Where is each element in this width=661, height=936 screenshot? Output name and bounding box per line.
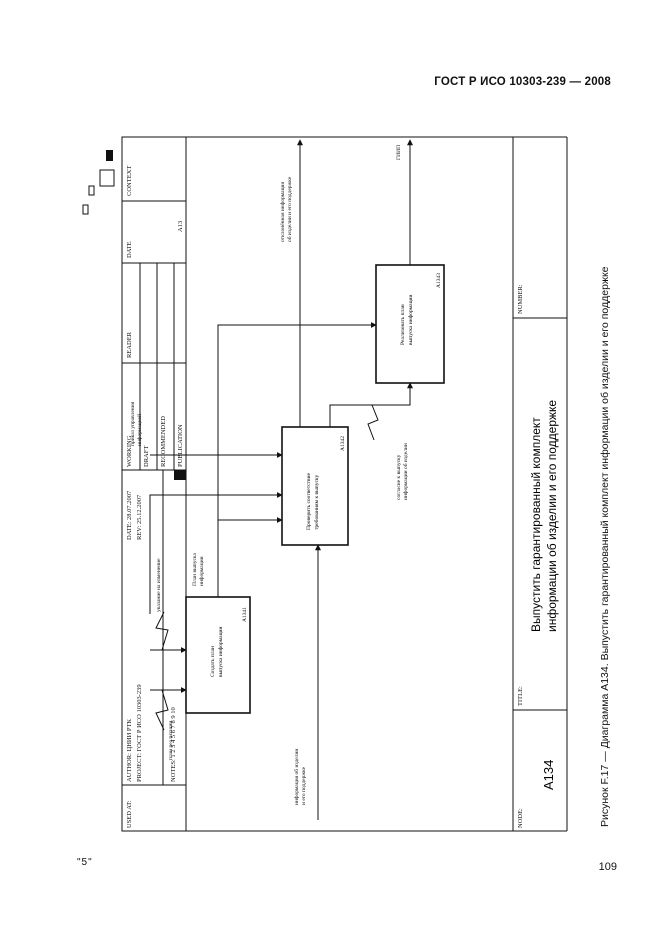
label-mgmt-1: приказ управления bbox=[130, 401, 136, 446]
date2-label: DATE bbox=[126, 241, 133, 258]
activity-box-a1341: Создать план выпуска информации A1341 bbox=[185, 596, 251, 714]
context-box-small-1 bbox=[88, 185, 95, 196]
box-a1342-line1: Проверить соответствие bbox=[306, 472, 312, 530]
arrow-release-plan bbox=[217, 517, 283, 597]
box-a1343-id: A1343 bbox=[436, 273, 442, 288]
document-header: ГОСТ Р ИСО 10303-239 — 2008 bbox=[434, 76, 611, 88]
context-label: CONTEXT bbox=[126, 166, 133, 196]
publication-label: PUBLICATION bbox=[177, 424, 184, 467]
title-line-2: информации об изделии и его поддержке bbox=[545, 400, 559, 632]
node-field-label: NODE: bbox=[517, 808, 524, 828]
box-a1343-line2: выпуска информации bbox=[407, 295, 414, 345]
squiggle-change bbox=[155, 611, 169, 651]
label-mgmt-2: информацией bbox=[136, 414, 143, 446]
draft-label: DRAFT bbox=[143, 446, 150, 467]
label-approval-1: согласие к выпуску bbox=[396, 454, 402, 500]
title-line-1: Выпустить гарантированный комплект bbox=[529, 417, 543, 632]
context-box-outline bbox=[99, 169, 115, 187]
squiggle-plan bbox=[155, 689, 169, 731]
working-label: WORKING bbox=[126, 435, 133, 467]
arrow-approval bbox=[329, 382, 413, 427]
page-number: 109 bbox=[598, 861, 617, 873]
label-output: ГИИП bbox=[396, 145, 402, 160]
activity-box-a1343: Реализовать план выпуска информации A134… bbox=[375, 264, 445, 384]
node-value: A134 bbox=[541, 760, 556, 790]
label-release-plan-2: информации bbox=[198, 556, 205, 586]
activity-box-a1342: Проверить соответствие требованиям к вып… bbox=[281, 426, 349, 546]
box-a1341-line2: выпуска информации bbox=[217, 627, 224, 677]
title-field-label: TITLE: bbox=[517, 686, 524, 706]
author-label: AUTHOR: ЦНИИ РТК bbox=[126, 718, 133, 782]
label-product-info-2: и его поддержке bbox=[301, 766, 307, 805]
label-approval-2: информации об изделии bbox=[402, 443, 409, 500]
left-mark: "5" bbox=[77, 857, 93, 868]
box-a1341-id: A1341 bbox=[242, 607, 248, 622]
date-label: DATE: 28.07.2007 bbox=[126, 490, 133, 540]
label-product-info-1: информация об изделии bbox=[293, 749, 300, 805]
context-box-filled bbox=[106, 150, 113, 161]
box-a1342-line2: требованиям к выпуску bbox=[313, 474, 320, 530]
label-release-plan-1: План выпуска bbox=[192, 553, 198, 586]
box-a1341-line1: Создать план bbox=[210, 646, 216, 677]
node-ref-label: A13 bbox=[177, 221, 184, 232]
label-rejected-2: об изделии и его поддержке bbox=[286, 176, 293, 242]
label-plan-realization: план реализации bbox=[168, 721, 174, 760]
status-marker bbox=[174, 470, 186, 480]
box-a1343-line1: Реализовать план bbox=[400, 304, 406, 345]
box-a1342-id: A1342 bbox=[340, 436, 346, 451]
reader-label: READER bbox=[126, 331, 133, 358]
squiggle-approval bbox=[367, 404, 379, 441]
label-change-note: указание на изменение bbox=[156, 558, 162, 612]
context-box-small-2 bbox=[82, 204, 89, 215]
notes-label: NOTES: 1 2 3 4 5 6 7 8 9 10 bbox=[170, 707, 177, 782]
project-label: PROJECT: ГОСТ Р ИСО 10303-239 bbox=[136, 684, 143, 782]
used-at-label: USED AT: bbox=[126, 800, 133, 828]
label-rejected-1: отклонённая информация bbox=[279, 181, 286, 242]
arrow-change-note-a1342 bbox=[149, 492, 283, 614]
recommended-label: RECOMMENDED bbox=[160, 416, 167, 467]
rev-label: REV: 25.12.2007 bbox=[136, 494, 143, 540]
number-field-label: NUMBER: bbox=[517, 284, 524, 314]
figure-caption: Рисунок F.17 — Диаграмма A134. Выпустить… bbox=[599, 266, 611, 827]
